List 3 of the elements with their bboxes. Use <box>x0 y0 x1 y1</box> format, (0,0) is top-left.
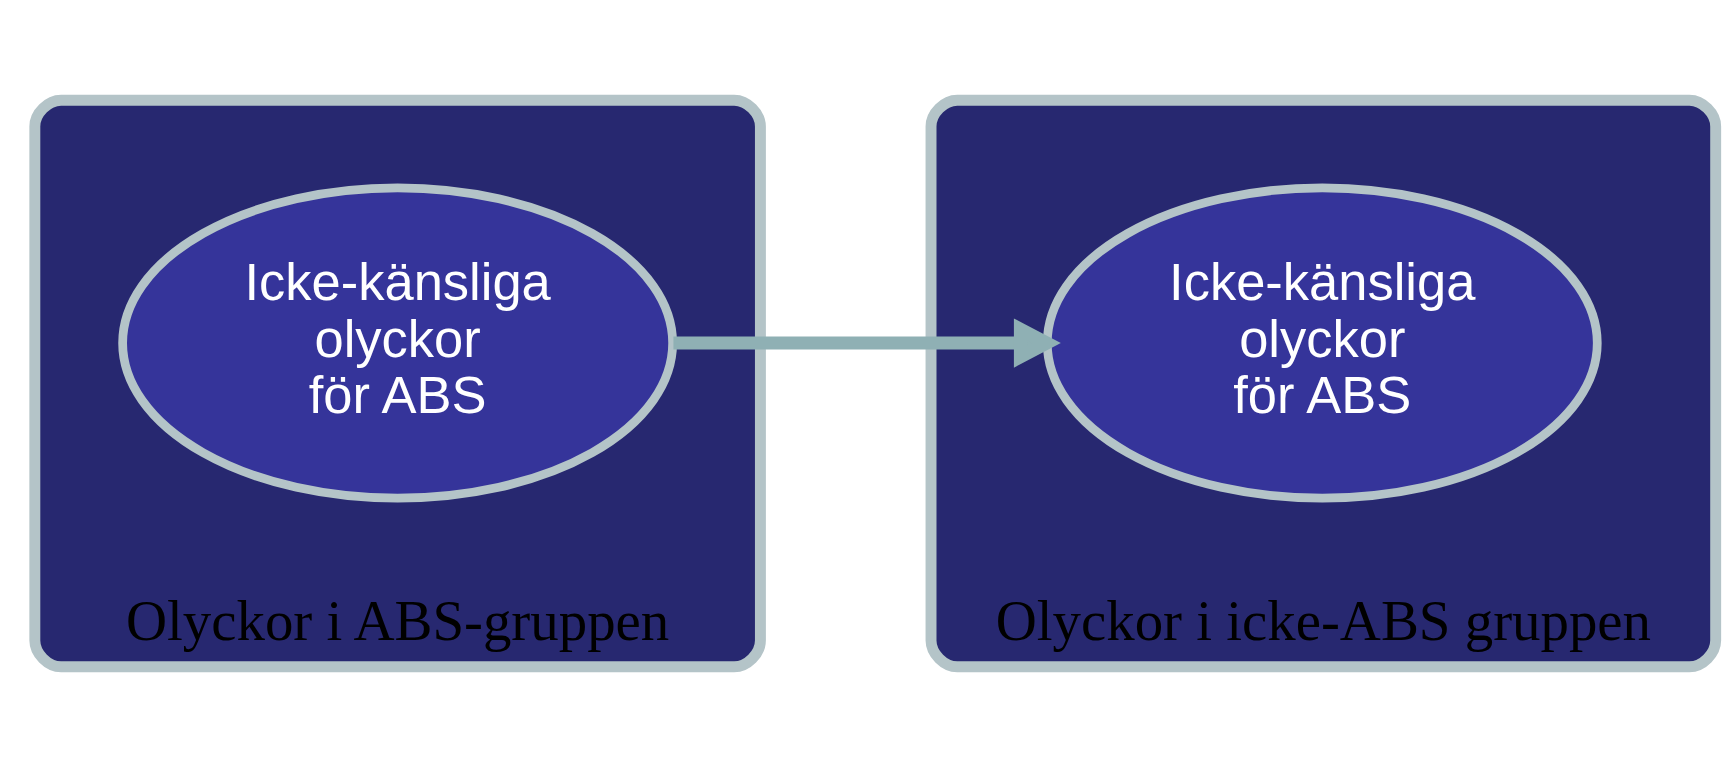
node-ellipse: Icke-känsliga olyckor för ABS <box>118 183 677 503</box>
arrow <box>673 317 1061 368</box>
node-ellipse: Icke-känsliga olyckor för ABS <box>1042 183 1602 503</box>
